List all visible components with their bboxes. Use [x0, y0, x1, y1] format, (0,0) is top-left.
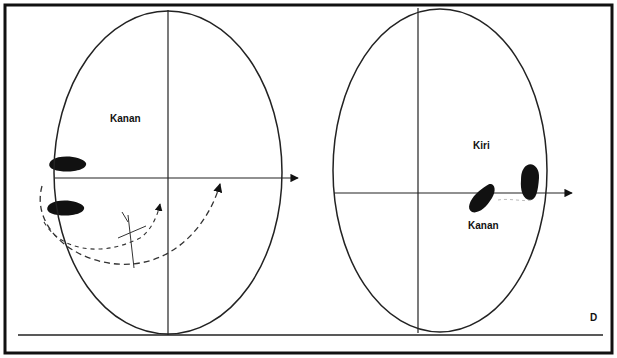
frame	[5, 5, 612, 353]
force-line	[118, 226, 146, 238]
motion-path	[40, 184, 220, 264]
side-label: Kanan	[110, 113, 141, 124]
ball-ellipse	[54, 11, 282, 334]
footprint	[521, 164, 539, 200]
force-line	[128, 215, 134, 268]
footprint	[47, 200, 84, 215]
ellipse-shape	[332, 8, 548, 333]
ground-line	[18, 334, 603, 336]
vertical-axis	[417, 8, 418, 333]
motion-path	[498, 199, 532, 200]
side-label: Kanan	[468, 220, 499, 231]
motion-path	[44, 204, 160, 249]
ellipse-shape	[53, 10, 283, 335]
horizontal-axis	[55, 177, 298, 178]
ball-outline: Kanan	[53, 10, 283, 335]
side-label: Kiri	[473, 140, 490, 151]
figure-letter: D	[590, 312, 597, 323]
force-line	[122, 212, 128, 222]
ball-ellipse	[333, 9, 547, 332]
footprint	[469, 184, 495, 212]
vertical-axis	[167, 10, 168, 335]
ball-outline: KiriKanan	[332, 8, 548, 333]
